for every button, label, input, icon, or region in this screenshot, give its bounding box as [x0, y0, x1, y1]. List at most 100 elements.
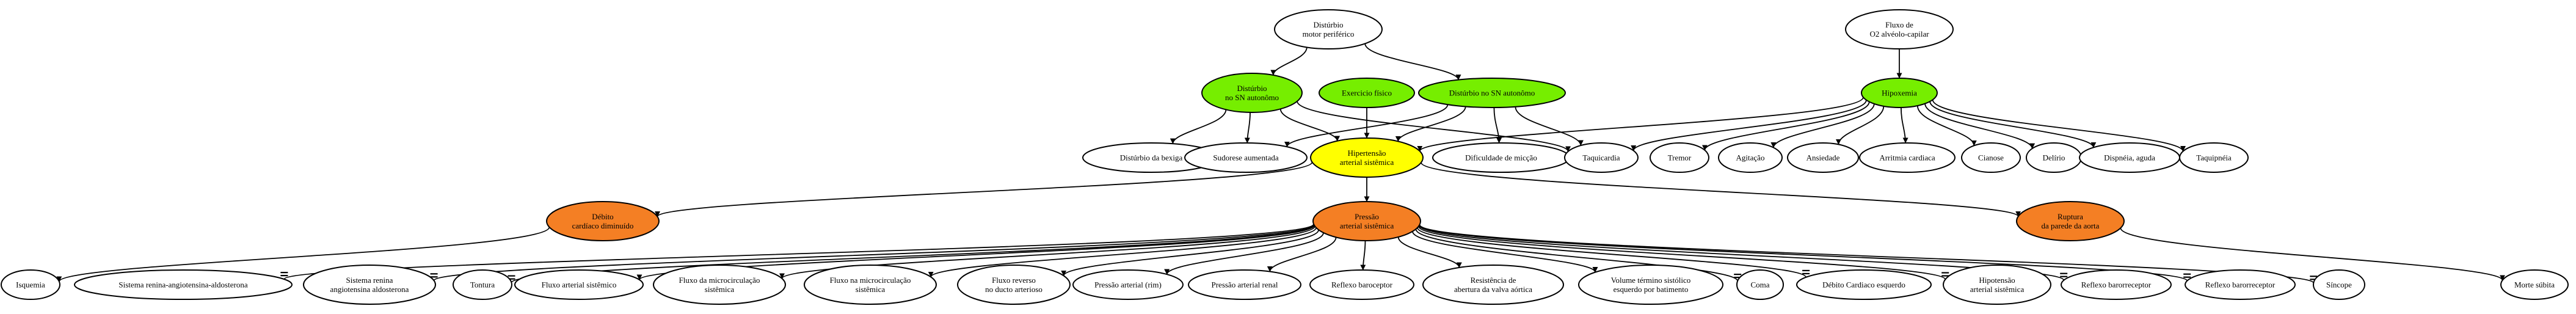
- arrow-edge-line: [779, 225, 1315, 279]
- arrow-edge-line: [2120, 227, 2505, 281]
- node-label: Hipertensão: [1348, 148, 1386, 158]
- edge-sn-autonomo-2-to-taquicardia: [1515, 106, 1584, 146]
- node-label: Ansiedade: [1806, 153, 1840, 162]
- edge-pressao-sistemica-to-pressao-rim: [1164, 232, 1324, 275]
- node-ellipse: [74, 269, 293, 300]
- node-label: Reflexo baroceptor: [1331, 280, 1393, 290]
- node-label: da parede da aorta: [2042, 221, 2100, 230]
- node-label: sistêmica: [856, 285, 886, 294]
- arrow-edge-line: [1061, 229, 1319, 276]
- node-label: Sudorese aumentada: [1213, 153, 1278, 162]
- arrow-edge-line: [1244, 112, 1251, 144]
- edge-motor-to-sn-autonomo-2: [1364, 43, 1461, 81]
- node-label: Ruptura: [2058, 212, 2083, 221]
- node-ellipse: [957, 265, 1071, 305]
- node-tremor: Tremor: [1650, 142, 1709, 173]
- node-label: Taquicardia: [1582, 153, 1620, 162]
- node-barorreceptor-2: Reflexo barorreceptor: [2185, 269, 2296, 300]
- arrow-edge-line: [56, 227, 550, 282]
- node-sn-autonomo-2: Distúrbio no SN autonômo: [1418, 78, 1566, 108]
- arrow-edge-line: [1770, 103, 1875, 148]
- node-label: arterial sistêmica: [1340, 221, 1394, 230]
- node-ellipse: [1418, 78, 1566, 108]
- node-label: Coma: [1750, 280, 1769, 290]
- arrow-edge-line: [1701, 101, 1870, 151]
- node-ellipse: [1184, 142, 1308, 173]
- node-label: Hipotensão: [1979, 276, 2015, 285]
- node-label: Débito Cardiaco esquerdo: [1822, 280, 1905, 290]
- node-ellipse: [1859, 142, 1956, 173]
- arrow-edge-line: [1360, 240, 1366, 271]
- arrow-edge-line: [1929, 101, 2097, 148]
- edge-motor-to-sn-autonomo-1: [1270, 47, 1308, 76]
- node-isquemia: Isquemia: [1, 269, 60, 300]
- edge-hipertensao-to-debito-diminuido: [655, 161, 1313, 217]
- node-label: Síncope: [2326, 280, 2352, 290]
- arrow-edge-line: [928, 227, 1317, 278]
- node-label: Morte súbita: [2514, 280, 2555, 290]
- node-label: Distúrbio no SN autonômo: [1449, 89, 1535, 98]
- edge-hipoxemia-to-cianose: [1916, 105, 1977, 146]
- node-label: Reflexo barorreceptor: [2081, 280, 2152, 290]
- node-label: Pressão arterial renal: [1211, 280, 1278, 290]
- node-ellipse: [1422, 265, 1564, 305]
- node-morte-subita: Morte súbita: [2500, 269, 2569, 300]
- node-taquicardia: Taquicardia: [1564, 142, 1639, 173]
- node-barorreceptor-1: Reflexo barorreceptor: [2061, 269, 2172, 300]
- node-ellipse: [546, 201, 660, 241]
- arrow-edge-line: [1421, 162, 2021, 217]
- arrow-edge-line: [1417, 97, 1864, 152]
- node-label: arterial sistêmica: [1340, 158, 1394, 167]
- edge-pressao-sistemica-to-debito-esquerdo: [1417, 227, 1810, 278]
- node-ellipse: [1796, 269, 1932, 300]
- node-label: arterial sistêmica: [1970, 285, 2025, 294]
- arrow-edge-line: [1279, 109, 1341, 142]
- node-label: Fluxo de: [1885, 20, 1913, 29]
- node-dispneia: Dispnéia, aguda: [2079, 142, 2180, 173]
- edge-ruptura-to-morte-subita: [2120, 227, 2505, 281]
- node-ellipse: [1564, 142, 1639, 173]
- node-arritmia: Arritmia cardiaca: [1859, 142, 1956, 173]
- arrow-edge-line: [1924, 103, 2036, 149]
- node-label: Exercicio físico: [1342, 89, 1392, 98]
- arrow-edge-line: [1515, 106, 1584, 146]
- node-label: sistêmica: [705, 285, 735, 294]
- node-ellipse: [453, 269, 512, 300]
- edge-pressao-sistemica-to-reflexo-baroceptor: [1360, 240, 1366, 271]
- node-label: Hipoxemia: [1882, 89, 1917, 98]
- edge-sn-autonomo-2-to-sudorese: [1284, 104, 1449, 147]
- edge-pressao-sistemica-to-resistencia: [1397, 236, 1462, 268]
- node-cianose: Cianose: [1961, 142, 2021, 173]
- node-tontura: Tontura: [453, 269, 512, 300]
- arrow-edge-line: [1901, 107, 1908, 144]
- arrow-edge-line: [1284, 104, 1449, 147]
- node-ellipse: [2061, 269, 2172, 300]
- edge-hipoxemia-to-delirio: [1924, 103, 2036, 149]
- edge-pressao-sistemica-to-pressao-renal: [1267, 236, 1337, 272]
- node-exercicio: Exercicio físico: [1319, 78, 1415, 108]
- arrow-edge-line: [1270, 47, 1308, 76]
- node-ellipse: [1310, 137, 1424, 178]
- node-label: Tremor: [1668, 153, 1692, 162]
- arrow-edge-line: [655, 161, 1313, 217]
- edge-pressao-sistemica-to-microcirc-2: [928, 227, 1317, 278]
- edge-hipoxemia-to-taquicardia: [1631, 100, 1867, 151]
- edge-sn-autonomo-1-to-sudorese: [1244, 112, 1251, 144]
- edge-hipoxemia-to-dispneia: [1929, 101, 2097, 148]
- node-agitacao: Agitação: [1718, 142, 1783, 173]
- node-label: no SN autonômo: [1225, 93, 1279, 102]
- node-label: Fluxo da microcirculação: [679, 276, 760, 285]
- node-label: esquerdo por batimento: [1614, 285, 1689, 294]
- node-ellipse: [1072, 269, 1184, 300]
- arrow-edge-line: [1932, 100, 2186, 152]
- inhibit-edge-line: [1417, 226, 1946, 280]
